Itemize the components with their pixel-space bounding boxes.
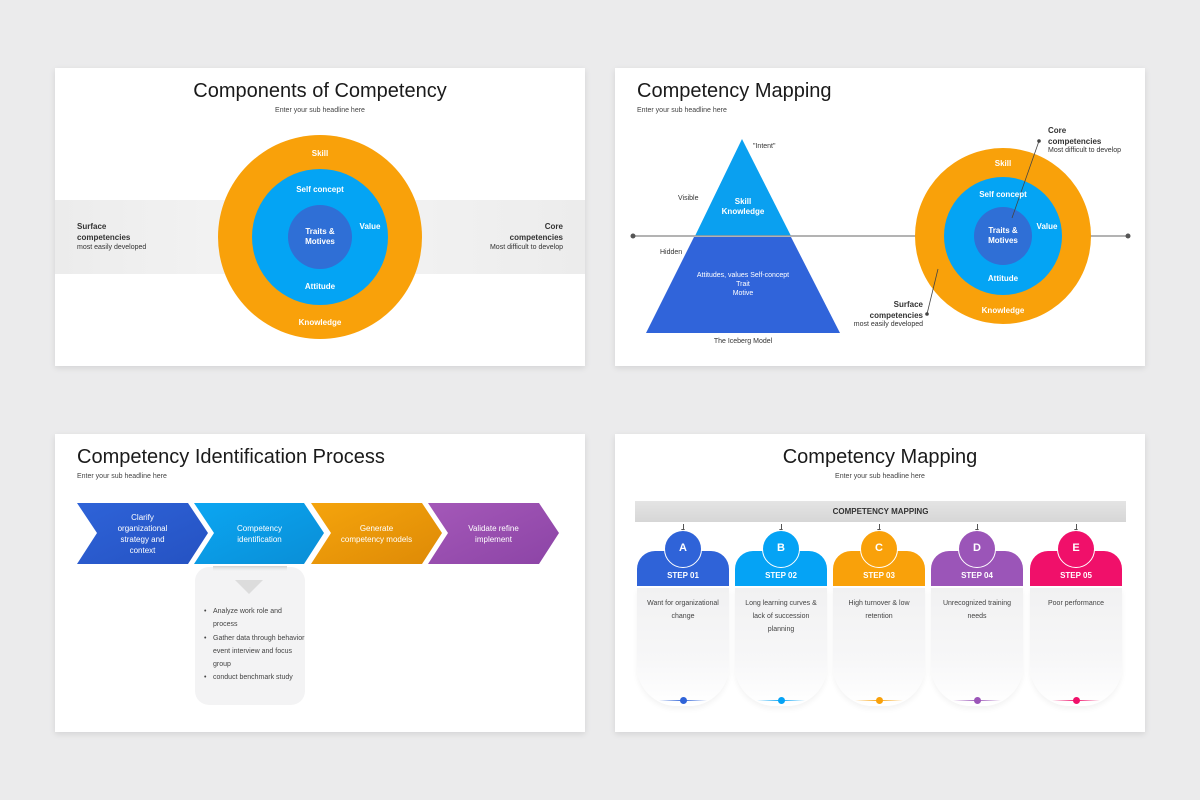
- step-2-label: Competency identification: [237, 524, 282, 544]
- step-4-label: Validate refine implement: [468, 524, 519, 544]
- card-step-label: STEP 01: [667, 571, 699, 580]
- card-letter-badge: D: [958, 530, 996, 568]
- ring-label-skill: Skill: [994, 159, 1012, 168]
- slide-components-of-competency[interactable]: Components of Competency Enter your sub …: [55, 68, 585, 366]
- slide-subtitle: Enter your sub headline here: [275, 107, 365, 114]
- core-pointer-dot: [1037, 139, 1041, 143]
- competency-mapping-header-bar: COMPETENCY MAPPING: [635, 501, 1126, 522]
- iceberg-hidden-trapezoid: [646, 237, 840, 333]
- card-accent-dot: [680, 697, 687, 704]
- card-letter-badge: A: [664, 530, 702, 568]
- card-accent-dot: [778, 697, 785, 704]
- card-letter-badge: C: [860, 530, 898, 568]
- hidden-label: Hidden: [660, 249, 683, 256]
- step-3-label: Generate competency models: [340, 524, 413, 544]
- intent-label: "Intent": [753, 143, 776, 150]
- ring-label-skill: Skill: [311, 149, 329, 158]
- card-letter-badge: E: [1057, 530, 1095, 568]
- card-body: High turnover & low retention: [833, 588, 925, 706]
- card-body: Poor performance: [1030, 588, 1122, 706]
- card-accent-dot: [1073, 697, 1080, 704]
- slide-title: Components of Competency: [193, 80, 447, 102]
- card-description: Poor performance: [1047, 600, 1105, 607]
- inner-core-circle: [974, 207, 1032, 265]
- ring-label-knowledge: Knowledge: [981, 306, 1025, 315]
- card-accent-dot: [876, 697, 883, 704]
- ring-label-self-concept: Self concept: [296, 185, 344, 194]
- chevron-step-4: [428, 503, 559, 564]
- slide-subtitle: Enter your sub headline here: [637, 107, 727, 114]
- card-body: Unrecognized training needs: [931, 588, 1023, 706]
- card-description: Want for organizational change: [647, 600, 719, 620]
- card-step-label: STEP 04: [961, 571, 993, 580]
- ring-label-self-concept: Self concept: [979, 190, 1027, 199]
- card-body: Long learning curves & lack of successio…: [735, 588, 827, 706]
- visible-content: Skill Knowledge: [721, 197, 765, 216]
- slide-competency-identification-process[interactable]: Competency Identification Process Enter …: [55, 434, 585, 732]
- bullet-item: •Analyze work role and process: [204, 608, 282, 629]
- card-step-label: STEP 03: [863, 571, 895, 580]
- detail-panel-bg: [195, 567, 305, 705]
- ring-label-knowledge: Knowledge: [298, 318, 342, 327]
- step-card-a[interactable]: A STEP 01 Want for organizational change: [637, 530, 729, 712]
- chevron-step-3: [311, 503, 442, 564]
- inner-core-circle: [288, 205, 352, 269]
- visible-label: Visible: [678, 195, 699, 202]
- down-arrow-icon: [235, 580, 263, 594]
- ring-label-value: Value: [359, 222, 381, 231]
- ring-label-attitude: Attitude: [987, 274, 1019, 283]
- step-card-e[interactable]: E STEP 05 Poor performance: [1030, 530, 1122, 712]
- card-description: High turnover & low retention: [848, 600, 910, 620]
- waterline-left-dot: [630, 233, 636, 239]
- iceberg-caption: The Iceberg Model: [713, 338, 773, 345]
- core-label-traits-motives: Traits & Motives: [988, 226, 1018, 245]
- slide-title: Competency Identification Process: [77, 446, 385, 468]
- card-step-label: STEP 02: [765, 571, 797, 580]
- core-pointer-line: [1011, 140, 1040, 219]
- core-competencies-callout: Core competencies Most difficult to deve…: [1048, 126, 1122, 154]
- slide-competency-mapping-iceberg[interactable]: Competency Mapping Enter your sub headli…: [615, 68, 1145, 366]
- slide-competency-mapping-steps[interactable]: Competency Mapping Enter your sub headli…: [615, 434, 1145, 732]
- waterline-right-dot: [1125, 233, 1131, 239]
- ring-label-value: Value: [1036, 222, 1058, 231]
- hidden-content: Attitudes, values Self-concept Trait Mot…: [696, 272, 790, 297]
- detail-panel-shadow: [213, 566, 287, 573]
- bullet-item: •Gather data through behavior event inte…: [204, 634, 305, 669]
- slide-subtitle: Enter your sub headline here: [77, 473, 167, 480]
- bullet-item: •conduct benchmark study: [204, 674, 293, 682]
- chevron-step-2: [194, 503, 324, 564]
- ring-label-attitude: Attitude: [304, 282, 336, 291]
- iceberg-visible-triangle: [695, 139, 791, 236]
- step-card-c[interactable]: C STEP 03 High turnover & low retention: [833, 530, 925, 712]
- surface-pointer-line: [926, 268, 939, 315]
- surface-competencies-callout: Surface competencies most easily develop…: [853, 300, 923, 328]
- card-body: Want for organizational change: [637, 588, 729, 706]
- detail-bullet-list: •Analyze work role and process •Gather d…: [204, 605, 305, 685]
- card-description: Long learning curves & lack of successio…: [745, 600, 817, 633]
- step-card-b[interactable]: B STEP 02 Long learning curves & lack of…: [735, 530, 827, 712]
- surface-pointer-dot: [925, 312, 929, 316]
- card-letter-badge: B: [762, 530, 800, 568]
- slide-subtitle: Enter your sub headline here: [835, 473, 925, 480]
- core-competencies-label: Core competencies Most difficult to deve…: [489, 222, 563, 251]
- card-description: Unrecognized training needs: [942, 600, 1012, 620]
- slide-title: Competency Mapping: [637, 80, 832, 102]
- step-card-d[interactable]: D STEP 04 Unrecognized training needs: [931, 530, 1023, 712]
- step-1-label: Clarify organizational strategy and cont…: [117, 513, 168, 555]
- chevron-step-1: [77, 503, 208, 564]
- card-accent-dot: [974, 697, 981, 704]
- surface-competencies-label: Surface competencies most easily develop…: [77, 222, 147, 251]
- slide-title: Competency Mapping: [782, 446, 978, 468]
- card-step-label: STEP 05: [1060, 571, 1092, 580]
- process-chevrons: [77, 503, 559, 705]
- core-label-traits-motives: Traits & Motives: [305, 227, 335, 246]
- iceberg-diagram: [630, 139, 1131, 333]
